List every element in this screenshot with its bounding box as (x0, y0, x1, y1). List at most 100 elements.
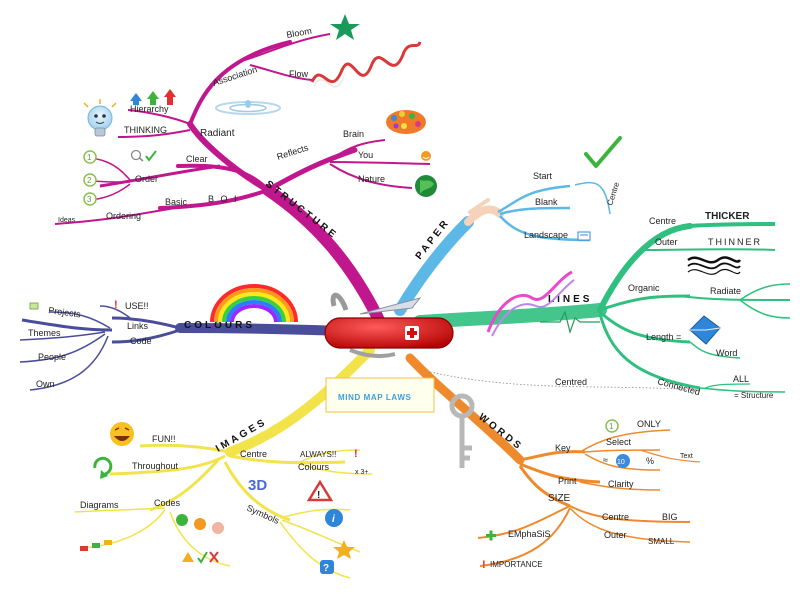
diagrams-line (74, 507, 166, 513)
basic-label: Basic (165, 197, 188, 207)
equals-structure-label: = Structure (734, 391, 774, 400)
word-label: Word (716, 348, 737, 358)
svg-text:!: ! (317, 490, 320, 501)
only-label: ONLY (637, 419, 661, 429)
pointing-finger (468, 198, 490, 214)
flow-label: Flow (289, 69, 309, 79)
gold-star-icon (333, 540, 355, 559)
landscape-line (499, 215, 591, 242)
paper-main-line (394, 216, 474, 316)
length-line (598, 310, 691, 344)
symbols-sub-1 (279, 508, 351, 519)
flow-ribbon-icon (310, 41, 422, 84)
bloom-label: Bloom (286, 26, 313, 40)
centre-curve (574, 181, 611, 215)
radiate-fork-1 (739, 283, 791, 301)
mind-map-laws-box: MIND MAP LAWS (325, 377, 435, 413)
circled-one-icon: 1 (605, 419, 619, 433)
hierarchy-arrows-icon (130, 89, 176, 105)
three-d-label: 3D (248, 477, 267, 494)
radiant-label: Radiant (200, 128, 235, 139)
images-centre-label: Centre (240, 449, 267, 459)
hierarchy-label: Hierarchy (130, 104, 169, 114)
size-line (518, 465, 571, 508)
association-line (188, 40, 292, 126)
projects-label: Projects (48, 305, 82, 319)
light-bulb-icon (83, 99, 117, 137)
number-1-circle (83, 150, 97, 164)
lines-centre-label: Centre (649, 216, 676, 226)
blank-line (499, 206, 571, 216)
images-branch: IMAGES FUN!! Throughout Centre ALWAYS!! … (74, 345, 375, 579)
big-label: BIG (662, 512, 678, 522)
rainbow-icon (210, 284, 298, 323)
order-line (99, 164, 221, 188)
own-line (29, 335, 109, 391)
globe-icon (415, 175, 437, 197)
blank-label: Blank (535, 197, 558, 207)
colours-label: COLOURS (184, 320, 255, 331)
boi-label: B O I (208, 194, 239, 204)
structure-branch: STRUCTURE B O I Basic Ordering Ideas Ord… (54, 14, 437, 324)
size-centre-label: Centre (602, 512, 629, 522)
approx-line (584, 453, 661, 471)
clear-label: Clear (186, 154, 208, 164)
center-title: MIND MAP LAWS (338, 393, 411, 402)
association-label: Association (212, 64, 259, 88)
structure-label: STRUCTURE (263, 179, 340, 242)
x3-label: x 3+ (355, 469, 368, 476)
magnifier-check-icon (130, 149, 157, 162)
colours-sub-line (21, 318, 113, 332)
word-line (689, 341, 741, 359)
star-icon (330, 14, 360, 40)
ideas-label: Ideas (58, 217, 76, 224)
number-2-label: 2 (87, 176, 92, 185)
use-label: USE!! (125, 301, 149, 311)
landscape-label: Landscape (524, 230, 568, 240)
always-line (299, 449, 361, 463)
radiate-fork-2 (739, 299, 791, 319)
recycle-arrows-icon (93, 456, 113, 479)
themes-line (19, 331, 106, 341)
ordering-line (54, 207, 176, 225)
clarity-line (579, 481, 661, 491)
codes-label: Codes (154, 498, 181, 508)
reflects-label: Reflects (276, 142, 310, 162)
projects-line (49, 311, 111, 329)
importance-exclamation-icon: ! (482, 559, 486, 571)
knife-tool-1 (330, 292, 349, 311)
small-label: SMALL (648, 537, 675, 546)
number-2-circle (83, 173, 97, 187)
size-outer-line (569, 507, 691, 543)
knife-blade (359, 297, 422, 315)
always-exclamation-icon: ! (354, 448, 358, 460)
outer-thinner-line (639, 248, 776, 251)
thinner-label: THINNER (708, 237, 762, 247)
key-label: Key (555, 443, 571, 453)
thinking-label: THINKING (124, 125, 167, 135)
reflects-line (265, 147, 358, 193)
connected-line (598, 313, 701, 390)
code-label: Code (130, 336, 152, 346)
pulse-icon (540, 310, 600, 335)
brain-label: Brain (343, 129, 364, 139)
paper-centre-label: Centre (605, 180, 621, 206)
key-line (519, 450, 586, 462)
svg-text:?: ? (323, 563, 329, 574)
organic-label: Organic (628, 283, 660, 293)
thicker-line (689, 222, 776, 228)
nature-label: Nature (358, 174, 385, 184)
order-numbers: 1 2 3 (83, 150, 97, 206)
envelope-icon (689, 315, 721, 345)
start-line (497, 184, 571, 214)
warning-check-cross-icon (182, 551, 219, 564)
svg-text:1: 1 (609, 422, 614, 431)
clear-line (176, 163, 270, 192)
select-line (584, 449, 661, 453)
percent-label: % (646, 456, 654, 466)
hierarchy-line (127, 109, 191, 125)
text-label: Text (680, 453, 693, 460)
question-icon: ? (320, 560, 334, 574)
all-label: ALL (733, 374, 749, 384)
key-icon (449, 393, 475, 468)
